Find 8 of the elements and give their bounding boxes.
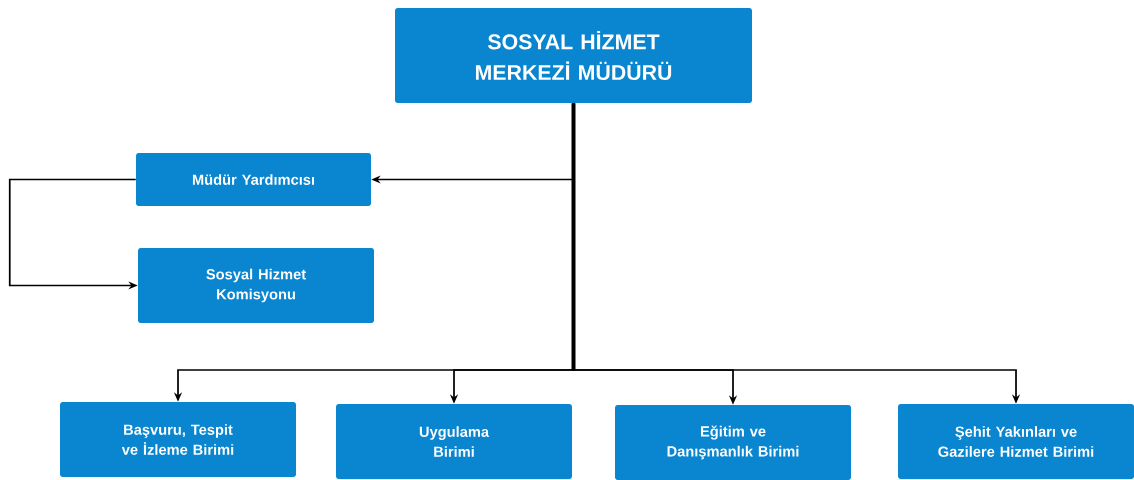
unit-box: Uygulama Birimi [336, 404, 572, 479]
deputy-box: Müdür Yardımcısı [136, 153, 371, 206]
unit-box: Başvuru, Tespit ve İzleme Birimi [60, 402, 296, 477]
director-box: SOSYAL HİZMET MERKEZİ MÜDÜRÜ [395, 8, 752, 103]
unit-box: Eğitim ve Danışmanlık Birimi [615, 405, 851, 480]
unit-box: Şehit Yakınları ve Gazilere Hizmet Birimi [898, 404, 1134, 479]
trunk-line [571, 103, 576, 370]
commission-box: Sosyal Hizmet Komisyonu [138, 248, 374, 323]
